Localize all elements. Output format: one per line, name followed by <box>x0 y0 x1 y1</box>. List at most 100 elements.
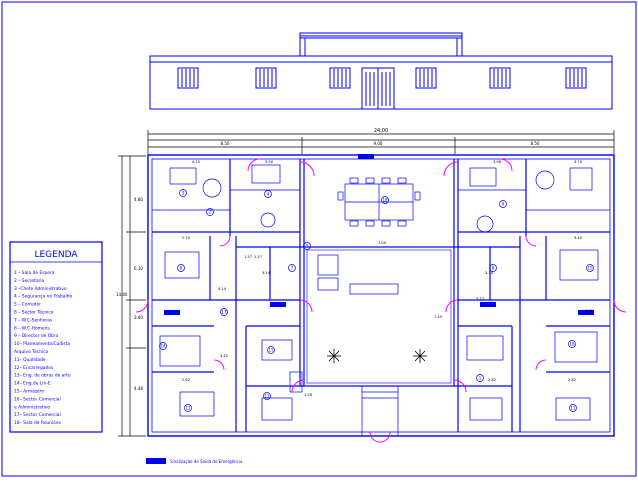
dim-left-total: 14.40 <box>116 292 128 297</box>
interior-dimension: 4.15 <box>192 160 200 164</box>
room-number-marker <box>184 404 192 412</box>
elevation-window <box>255 67 277 89</box>
door-swing-icon <box>213 359 225 371</box>
door-swing-icon <box>525 235 537 247</box>
building-elevation <box>149 32 613 110</box>
interior-dimension: 3.90 <box>265 160 274 164</box>
emergency-exit-sign-icon <box>146 458 166 464</box>
room-number-marker <box>206 208 214 216</box>
dim-top-left: 8.50 <box>221 141 230 146</box>
interior-dimension: 2.70 <box>182 236 191 240</box>
room-number-marker <box>288 264 296 272</box>
emergency-exit-sign-icon <box>164 310 180 315</box>
door-swing-icon <box>291 379 305 393</box>
room-number-marker <box>586 264 594 272</box>
legend-item: 14– Eng.de Lin-E <box>14 381 51 387</box>
legend-item: 3 –Chefe Administrativo <box>14 286 67 292</box>
interior-dimension: 3.70 <box>574 160 583 164</box>
round-table <box>476 215 494 233</box>
room-number: 16 <box>569 342 575 347</box>
room-number: 15 <box>268 348 274 353</box>
courtyard <box>303 246 455 387</box>
room-number: 8 <box>492 266 495 271</box>
room-number-marker <box>381 196 389 204</box>
legend-item: 2 – Secretaria <box>14 278 45 284</box>
room-number: 18 <box>382 198 388 203</box>
interior-dimension: 1.28 <box>304 393 313 397</box>
round-table <box>202 178 222 198</box>
room-number: 10 <box>587 266 593 271</box>
round-table <box>260 212 276 228</box>
door-swing-icon <box>535 359 547 371</box>
door-swing-icon <box>135 299 149 313</box>
door-swing-icon <box>247 158 261 172</box>
round-table <box>535 170 555 190</box>
room-number: 11 <box>570 406 576 411</box>
room-number-marker <box>568 340 576 348</box>
elevation-window <box>177 67 199 89</box>
elevation-windows <box>177 67 587 89</box>
legend-title: LEGENDA <box>34 250 78 260</box>
interior-dimension: 7.00 <box>378 241 387 245</box>
interior-dimension: 3.42 <box>220 354 228 358</box>
elevation-window <box>329 67 351 89</box>
emergency-exit-sign-icon <box>578 310 594 315</box>
interior-dimension: 3.72 <box>476 297 484 301</box>
legend-item: 4 – Segurança no Trabalho <box>14 294 72 300</box>
room-number: 1 <box>479 376 482 381</box>
door-swing-icon <box>613 299 627 313</box>
room-number-marker <box>476 374 484 382</box>
room-number: 3 <box>182 191 185 196</box>
furniture <box>159 164 599 421</box>
interior-dimension: 2.62 <box>182 378 190 382</box>
room-number-marker <box>220 308 228 316</box>
elevation-window <box>565 67 587 89</box>
room-number: 5 <box>306 244 309 249</box>
footer-note: Sinalização de Saída de Emergência <box>170 459 243 464</box>
legend-frame <box>9 241 103 433</box>
legend-item: 12– Encarregados <box>14 365 54 371</box>
interior-dimension: 4.14 <box>218 287 227 291</box>
legend-item: 1 – Sala de Espera <box>14 270 55 276</box>
room-number: 14 <box>160 344 166 349</box>
palm-tree-icon <box>413 349 427 363</box>
floor-plan <box>147 154 615 437</box>
door-swing-icon <box>443 161 459 177</box>
dim-left-4: 4.48 <box>134 386 143 391</box>
interior-dimension: 3.40 <box>574 236 583 240</box>
legend-item: 16– Sector Comercial <box>14 396 61 402</box>
legend-item: Arquivo Técnico <box>14 348 49 355</box>
left-dimensions <box>118 155 146 437</box>
room-number: 7 <box>291 266 294 271</box>
outer-wall <box>147 154 615 437</box>
emergency-exit-sign-icon <box>270 302 286 307</box>
room-number: 13 <box>264 394 270 399</box>
elevation-window <box>489 67 511 89</box>
elevation-body <box>149 55 613 110</box>
legend-item: 15– Armazém <box>14 388 44 395</box>
room-number-marker <box>499 200 507 208</box>
entrance-steps <box>361 385 399 437</box>
dim-left-2: 6.10 <box>134 266 143 271</box>
room-number-marker <box>569 404 577 412</box>
palm-tree-icon <box>327 349 341 363</box>
emergency-exit-sign-icon <box>480 302 496 307</box>
dim-left-3: 3.40 <box>134 315 143 320</box>
interior-dimension: 3.14 <box>262 271 271 275</box>
door-swing-icon <box>219 235 231 247</box>
legend-item: 5 – Corredor <box>14 302 41 308</box>
room-number: 9 <box>502 202 505 207</box>
legend-item: 17– Sector Comercial <box>14 412 61 418</box>
door-swing-icon <box>369 431 381 443</box>
legend-item: 18– Sala de Reuniões <box>14 420 62 426</box>
legend: LEGENDA 1 – Sala de Espera 2 – Secretaria… <box>9 241 103 433</box>
room-number: 17 <box>221 310 227 315</box>
door-swing-icon <box>445 299 459 313</box>
room-number-marker <box>303 242 311 250</box>
legend-item: 11– Qualidade <box>14 357 46 363</box>
interior-dimension: 3.14 <box>485 271 494 275</box>
